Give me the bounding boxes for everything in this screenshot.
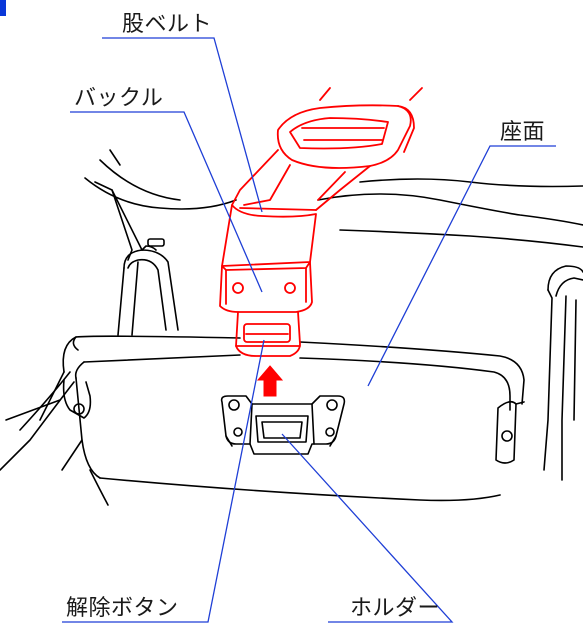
leader-lines — [62, 37, 556, 623]
up-arrow-icon — [256, 365, 284, 397]
label-seat-surface: 座面 — [500, 120, 546, 145]
label-holder: ホルダー — [350, 596, 441, 621]
label-buckle: バックル — [74, 86, 164, 111]
release-direction-arrow — [256, 365, 284, 397]
crotch-belt-and-buckle — [219, 87, 423, 357]
leader-line-release-button — [62, 339, 265, 623]
leader-line-seat-surface — [367, 145, 556, 387]
chair-line-art — [0, 149, 583, 506]
leader-line-holder — [281, 433, 454, 623]
corner-mark — [0, 0, 6, 16]
leader-line-buckle — [70, 111, 263, 293]
label-crotch-belt: 股ベルト — [122, 12, 213, 37]
label-release-button: 解除ボタン — [66, 596, 179, 621]
leader-line-crotch-belt — [102, 37, 263, 213]
